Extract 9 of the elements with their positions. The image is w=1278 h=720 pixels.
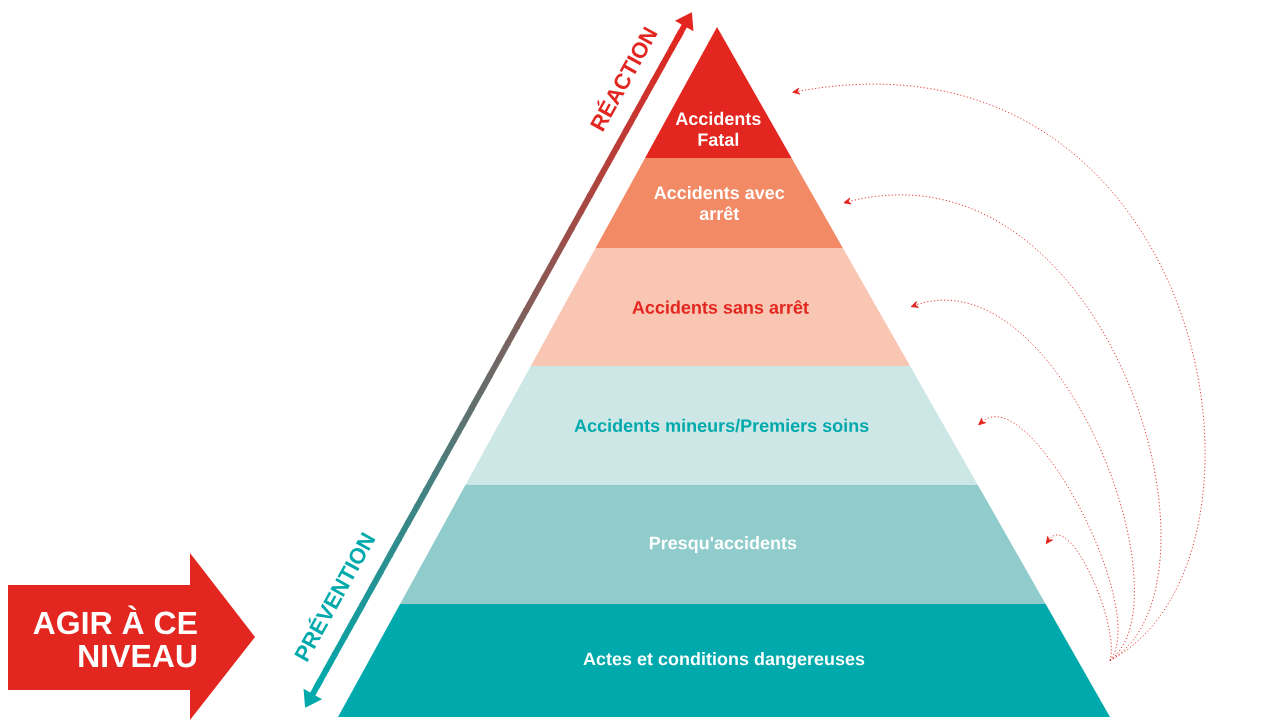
dotted-arrow xyxy=(792,84,1206,661)
pyramid-level: Presqu'accidents xyxy=(400,485,1046,604)
arrow-banner: AGIR À CE NIVEAU xyxy=(8,553,255,720)
pyramid-level: Accidents sans arrêt xyxy=(530,248,911,366)
dotted-arrow xyxy=(843,194,1162,661)
dotted-arrow xyxy=(978,416,1119,661)
pyramid-level: Accidents mineurs/Premiers soins xyxy=(465,366,978,485)
dotted-arrow xyxy=(1045,534,1112,661)
pyramid-level: Accidents avec arrêt xyxy=(595,158,843,248)
